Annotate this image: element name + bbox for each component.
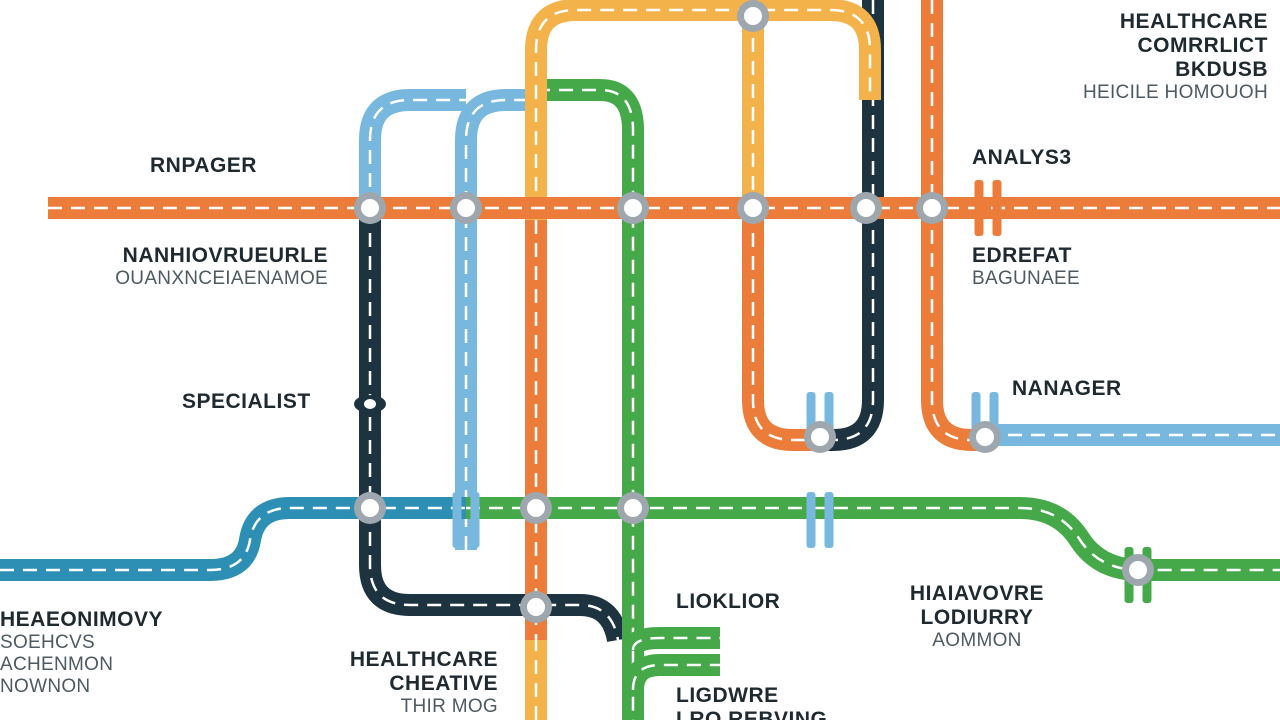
line-orange-branch-1-dashes	[751, 210, 820, 442]
label-healthcare-bottom: HEALTHCARE CHEATIVE THIR MOG	[350, 648, 498, 718]
label-healthcare-top-line3: BKDUSB	[1175, 58, 1268, 82]
interchange-light-blue-2	[806, 492, 834, 548]
line-green-lower	[622, 627, 720, 653]
label-nanager: NANAGER	[1012, 377, 1122, 400]
station-orange-2-center	[457, 199, 475, 217]
line-navy-lower	[359, 210, 629, 643]
label-healthcare-top-line4: HEICILE HOMOUOH	[1082, 82, 1268, 104]
station-orange-3-center	[624, 199, 642, 217]
label-heaeonn-line3: ACHENMON	[0, 653, 114, 675]
line-light-blue-outer-dashes	[368, 98, 466, 210]
label-specialist: SPECIALIST	[182, 390, 311, 413]
label-nanhiovru-line1: NANHIOVRUEURLE	[122, 244, 328, 267]
label-nanhiovru-line2: OUANXNCEIAENAMOE	[115, 268, 328, 290]
label-hiaiavovre-line1: HIAIAVOVRE	[909, 582, 1045, 605]
label-ligdwre: LIGDWRE LRO REBVING	[676, 684, 827, 720]
line-navy-lower-dashes	[368, 210, 620, 641]
interchange-orange-right	[974, 180, 1002, 236]
station-top-yellow-center	[744, 7, 762, 25]
station-navy-lower-center	[527, 598, 545, 616]
line-green-main	[466, 497, 1280, 581]
line-green-lower-dashes	[631, 636, 720, 651]
label-heaeonn-line4: NOWNON	[0, 675, 91, 697]
label-healthcare-top-line2: COMRRLICT	[1137, 34, 1268, 58]
label-healthcare-bottom-line2: CHEATIVE	[389, 672, 498, 696]
label-heaeonn-line1: HEAEONIMOVY	[0, 608, 164, 631]
label-analyst: ANALYS3	[972, 146, 1072, 169]
label-edrefat-line1: EDREFAT	[972, 244, 1072, 267]
label-nanhiovru: NANHIOVRUEURLE OUANXNCEIAENAMOE	[115, 244, 328, 290]
interchange-light-blue-4	[452, 492, 480, 548]
station-light-blue-right-center	[976, 428, 994, 446]
label-lioklior: LIOKLIOR	[676, 590, 781, 613]
label-hiaiavovre: HIAIAVOVRE LODIURRY AOMMON	[892, 582, 1062, 652]
line-yellow-dashes	[534, 8, 872, 720]
label-hiaiavovre-line3: AOMMON	[932, 630, 1022, 652]
station-green-right-center	[1129, 561, 1147, 579]
station-green-2-center	[527, 499, 545, 517]
label-healthcare-top: HEALTHCARE COMRRLICT BKDUSB HEICILE HOMO…	[1083, 10, 1268, 104]
station-orange-6-center	[923, 199, 941, 217]
station-green-3-center	[624, 499, 642, 517]
station-green-1-center	[361, 499, 379, 517]
label-rnpager: RNPAGER	[150, 154, 257, 177]
line-light-blue-dashes	[464, 98, 546, 550]
label-hiaiavovre-line2: LODIURRY	[920, 606, 1034, 630]
station-orange-4-center	[744, 199, 762, 217]
station-orange-1-center	[361, 199, 379, 217]
station-light-blue-interchange-center	[811, 428, 829, 446]
label-edrefat: EDREFAT BAGUNAEE	[972, 244, 1080, 290]
line-navy-dashes	[820, 0, 875, 442]
line-teal-dashes	[0, 506, 466, 572]
label-ligdwre-line2: LRO REBVING	[676, 708, 828, 720]
label-ligdwre-line1: LIGDWRE	[676, 684, 779, 707]
line-green-dashes	[536, 88, 635, 720]
line-light-blue-outer	[359, 89, 466, 210]
label-heaeonn-line2: SOEHCVS	[0, 632, 96, 654]
label-healthcare-bottom-line1: HEALTHCARE	[349, 648, 498, 671]
label-healthcare-bottom-line3: THIR MOG	[400, 696, 498, 718]
specialist-marker-center	[364, 399, 376, 409]
label-heaeonn: HEAEONIMOVY SOEHCVS ACHENMON NOWNON	[0, 608, 163, 698]
line-green-lower-2-dashes	[631, 663, 720, 691]
label-edrefat-line2: BAGUNAEE	[972, 268, 1080, 290]
label-healthcare-top-line1: HEALTHCARE	[1119, 10, 1268, 33]
line-teal	[0, 497, 466, 581]
station-orange-5-center	[857, 199, 875, 217]
